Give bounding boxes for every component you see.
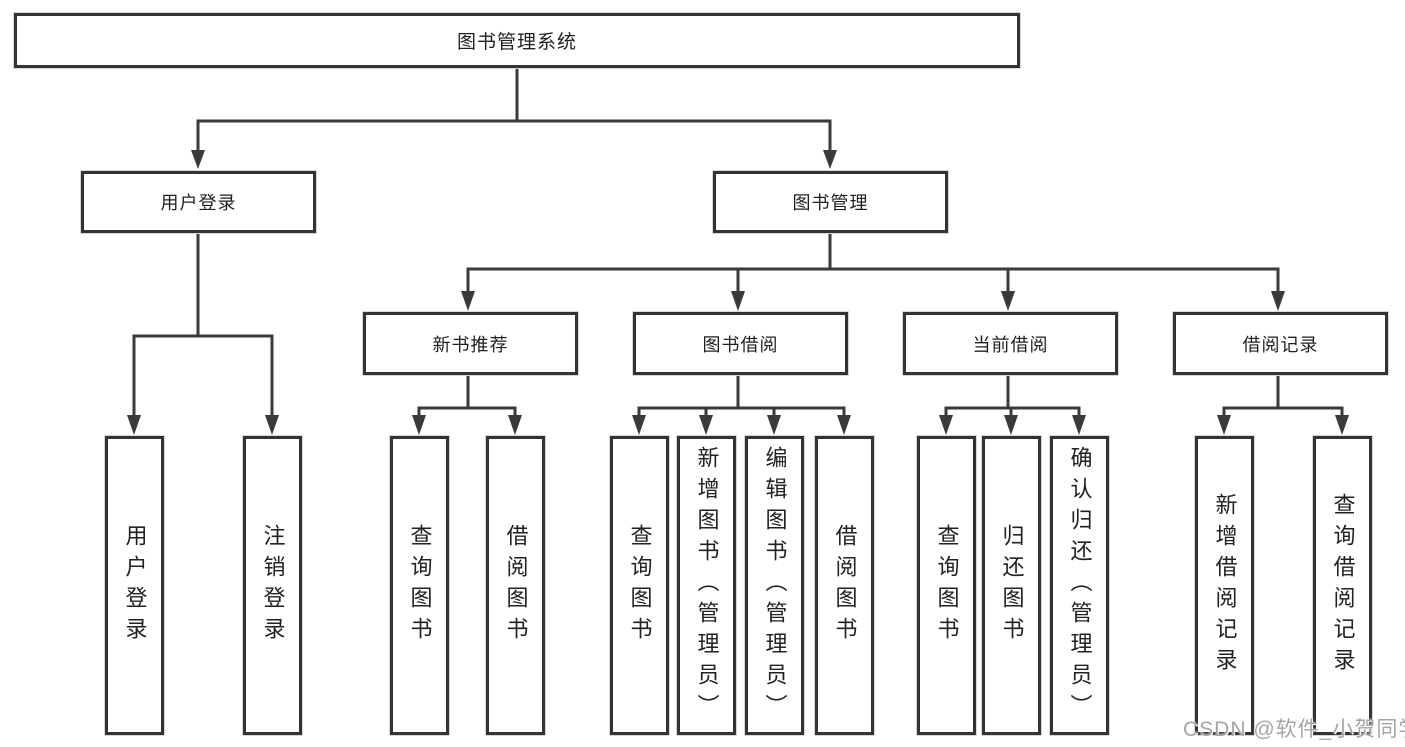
node-label: 借阅记录: [1242, 334, 1319, 355]
connector-borrow-to-leaves: [632, 372, 851, 435]
node-library-system: 图书管理系统: [14, 13, 1020, 68]
node-label: 借阅图书: [503, 523, 529, 648]
connector-login-to-leaves: [127, 230, 279, 435]
csdn-watermark: CSDN @软件_小贺同学: [1183, 718, 1405, 741]
connector-root-to-level2: [191, 65, 837, 169]
leaf-user-login: 用户登录: [105, 436, 164, 735]
leaf-edit-book-admin: 编辑图书（管理员）: [745, 436, 804, 735]
node-label: 注销登录: [260, 523, 286, 648]
leaf-add-borrow-record: 新增借阅记录: [1195, 436, 1254, 735]
leaf-query-borrow-record: 查询借阅记录: [1313, 436, 1372, 735]
node-label: 图书管理系统: [456, 32, 577, 53]
node-current-borrow: 当前借阅: [903, 312, 1118, 375]
leaf-add-book-admin: 新增图书（管理员）: [677, 436, 736, 735]
node-label: 图书管理: [792, 193, 869, 213]
connector-management-to-level3: [461, 230, 1285, 311]
leaf-borrow-books-borrow: 借阅图书: [815, 436, 874, 735]
node-new-book-recommend: 新书推荐: [363, 312, 578, 375]
node-book-borrow: 图书借阅: [633, 312, 848, 375]
node-label: 借阅图书: [832, 523, 858, 648]
node-label: 新书推荐: [432, 334, 509, 355]
node-label: 用户登录: [160, 193, 237, 213]
node-label: 查询图书: [627, 523, 653, 648]
node-label: 新增图书（管理员）: [694, 446, 720, 725]
leaf-query-books-recommend: 查询图书: [390, 436, 449, 735]
connector-records-to-leaves: [1217, 372, 1349, 435]
node-label: 当前借阅: [972, 334, 1049, 355]
node-label: 确认归还（管理员）: [1067, 446, 1093, 725]
node-user-login: 用户登录: [81, 171, 316, 233]
node-label: 查询图书: [934, 523, 960, 648]
leaf-query-books-current: 查询图书: [917, 436, 976, 735]
node-borrow-records: 借阅记录: [1173, 312, 1388, 375]
leaf-query-books-borrow: 查询图书: [610, 436, 669, 735]
node-label: 查询借阅记录: [1330, 492, 1356, 679]
node-label: 编辑图书（管理员）: [762, 446, 788, 725]
leaf-return-book: 归还图书: [982, 436, 1041, 735]
node-label: 用户登录: [122, 523, 148, 648]
node-label: 查询图书: [407, 523, 433, 648]
node-book-management: 图书管理: [713, 171, 948, 233]
node-label: 新增借阅记录: [1212, 492, 1238, 679]
node-label: 归还图书: [999, 523, 1025, 648]
connector-recommend-to-leaves: [412, 372, 522, 435]
node-label: 图书借阅: [702, 334, 779, 355]
leaf-logout: 注销登录: [243, 436, 302, 735]
connector-current-to-leaves: [939, 372, 1086, 435]
leaf-confirm-return-admin: 确认归还（管理员）: [1050, 436, 1109, 735]
leaf-borrow-books-recommend: 借阅图书: [486, 436, 545, 735]
